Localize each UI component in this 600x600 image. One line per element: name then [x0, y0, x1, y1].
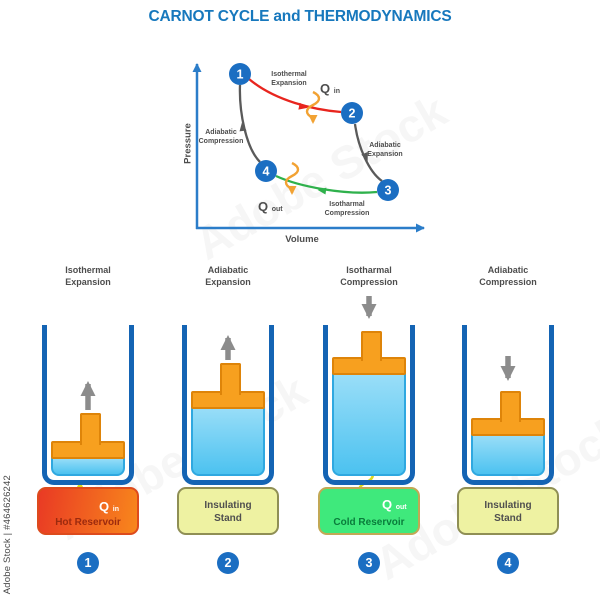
heading-line: Adiabatic — [487, 265, 529, 275]
label-line: Insulating — [204, 500, 252, 511]
piston-stem-2 — [219, 363, 241, 395]
q-symbol: Q — [258, 199, 269, 214]
label-line: Stand — [214, 513, 242, 524]
cylinder-2 — [182, 325, 274, 485]
label-line: Adiabatic — [369, 142, 401, 149]
q-symbol: Q — [382, 497, 393, 512]
step-2-badge: 2 — [217, 552, 239, 574]
volume-axis-label: Volume — [285, 234, 319, 245]
heading-line: Expansion — [205, 277, 251, 288]
label-line: Compression — [198, 138, 244, 146]
state-point-4-label: 4 — [263, 165, 270, 179]
step-4-badge: 4 — [497, 552, 519, 574]
label-line: Insulating — [484, 500, 532, 511]
column-3-heading: Isotharmal Compression — [309, 264, 429, 288]
state-point-2-label: 2 — [349, 107, 356, 121]
heat-in-squiggle-icon — [305, 90, 321, 124]
label-line: Adiabatic — [205, 129, 237, 136]
label-line: Isothermal — [271, 71, 307, 78]
q-out-label: Q out — [382, 497, 407, 512]
isothermal-compression-curve — [275, 174, 378, 194]
label-line: Expansion — [271, 80, 307, 88]
piston-stem-3 — [360, 331, 382, 361]
column-4-heading: Adiabatic Compression — [448, 264, 568, 288]
isothermal-expansion-arrow-icon — [298, 102, 308, 110]
cylinder-4 — [462, 325, 554, 485]
hot-reservoir: Q in Hot Reservoir — [37, 487, 139, 535]
gas-2 — [191, 405, 265, 476]
piston-stem-1 — [79, 413, 101, 445]
pv-adiabatic-expansion-label: Adiabatic Expansion — [350, 141, 420, 160]
label-line: Expansion — [367, 151, 403, 159]
state-point-1 — [229, 63, 251, 85]
adiabatic-compression-curve — [238, 84, 261, 163]
gas-1 — [51, 456, 125, 476]
cylinder-3 — [323, 325, 415, 485]
column-2-heading: Adiabatic Expansion — [168, 264, 288, 288]
hot-reservoir-label: Hot Reservoir — [55, 517, 121, 528]
cold-reservoir: Q out Cold Reservoir — [318, 487, 420, 535]
state-point-3 — [377, 179, 399, 201]
insulating-stand-4: Insulating Stand — [457, 487, 559, 535]
column-1-heading: Isothermal Expansion — [28, 264, 148, 288]
q-symbol: Q — [320, 81, 331, 96]
heading-line: Isothermal — [65, 265, 111, 275]
label-line: Compression — [324, 210, 370, 218]
cold-reservoir-label: Cold Reservoir — [333, 517, 405, 528]
pv-adiabatic-compression-label: Adiabatic Compression — [186, 128, 256, 147]
gas-3 — [332, 372, 406, 476]
step-3-badge: 3 — [358, 552, 380, 574]
heading-line: Isotharmal — [346, 265, 392, 275]
label-line: Stand — [494, 513, 522, 524]
pv-q-out-label: Q out — [258, 199, 283, 214]
heat-out-squiggle-icon — [284, 161, 300, 195]
cylinder-1 — [42, 325, 134, 485]
q-subscript: out — [271, 206, 283, 213]
state-point-1-label: 1 — [237, 68, 244, 82]
state-point-4 — [255, 160, 277, 182]
insulating-stand-label: Insulating Stand — [459, 499, 557, 525]
page-title: CARNOT CYCLE and THERMODYNAMICS — [148, 8, 452, 25]
q-subscript: in — [333, 88, 340, 95]
q-in-label: Q in — [99, 499, 119, 514]
state-point-3-label: 3 — [385, 184, 392, 198]
state-point-2 — [341, 102, 363, 124]
pv-isothermal-compression-label: Isotharmal Compression — [312, 200, 382, 219]
insulating-stand-2: Insulating Stand — [177, 487, 279, 535]
pv-isothermal-expansion-label: Isothermal Expansion — [254, 70, 324, 89]
heading-line: Expansion — [65, 277, 111, 288]
gas-4 — [471, 433, 545, 476]
step-1-badge: 1 — [77, 552, 99, 574]
heading-line: Adiabatic — [207, 265, 249, 275]
heading-line: Compression — [479, 277, 537, 288]
q-subscript: in — [112, 506, 119, 513]
q-symbol: Q — [99, 499, 110, 514]
heading-line: Compression — [340, 277, 398, 288]
piston-stem-4 — [499, 391, 521, 422]
isothermal-compression-arrow-icon — [317, 187, 327, 195]
q-subscript: out — [395, 504, 407, 511]
pv-q-in-label: Q in — [320, 81, 340, 96]
insulating-stand-label: Insulating Stand — [179, 499, 277, 525]
label-line: Isotharmal — [329, 201, 365, 208]
watermark-attribution: Adobe Stock | #464626242 — [2, 474, 13, 594]
